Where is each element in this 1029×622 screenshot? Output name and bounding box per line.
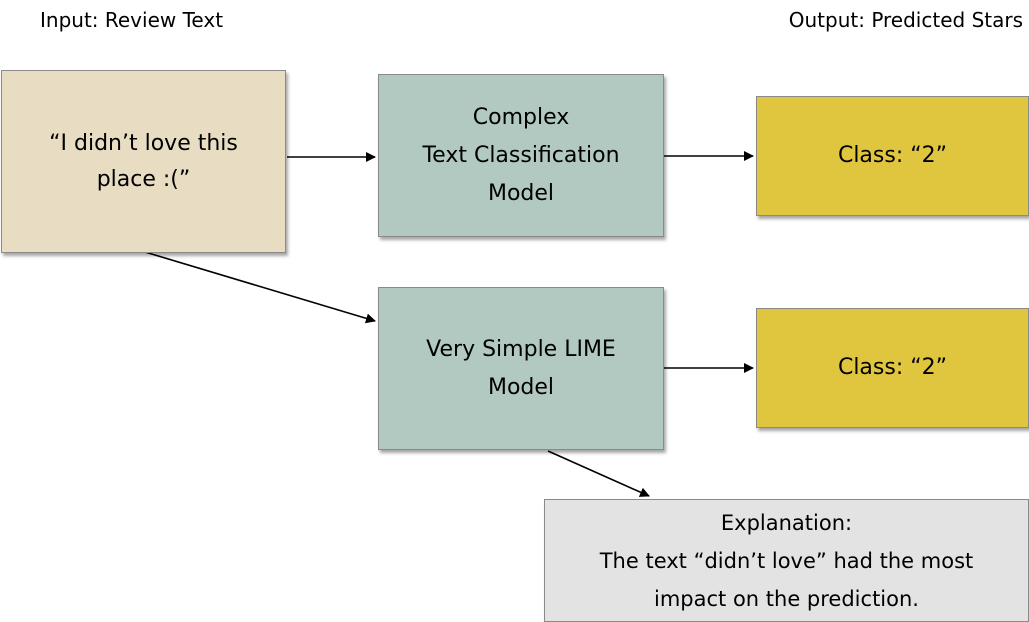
complex-output-class-box: Class: “2” (756, 96, 1029, 216)
complex-model-box: Complex Text Classification Model (378, 74, 664, 237)
input-review-box: “I didn’t love this place :(” (1, 70, 286, 253)
lime-output-class-box: Class: “2” (756, 308, 1029, 428)
explanation-line: The text “didn’t love” had the most (599, 548, 974, 573)
lime-output-class-label: Class: “2” (837, 355, 948, 380)
output-heading: Output: Predicted Stars (788, 8, 1023, 32)
explanation-title: Explanation: (720, 510, 853, 535)
complex-model-line: Complex (472, 104, 570, 130)
explanation-box: Explanation: The text “didn’t love” had … (544, 499, 1029, 622)
arrow-input-to-lime-model (144, 251, 376, 324)
input-review-line: place :(” (96, 166, 191, 192)
complex-output-class-label: Class: “2” (837, 143, 948, 168)
arrow-lime-model-to-explanation (547, 450, 650, 497)
lime-model-line: Very Simple LIME (426, 336, 616, 362)
input-review-line: “I didn’t love this (49, 130, 238, 156)
lime-model-box: Very Simple LIME Model (378, 287, 664, 450)
complex-model-line: Text Classification (422, 142, 620, 168)
lime-model-line: Model (487, 374, 555, 400)
complex-model-line: Model (487, 180, 555, 206)
explanation-line: impact on the prediction. (654, 586, 919, 611)
input-heading: Input: Review Text (40, 8, 224, 32)
